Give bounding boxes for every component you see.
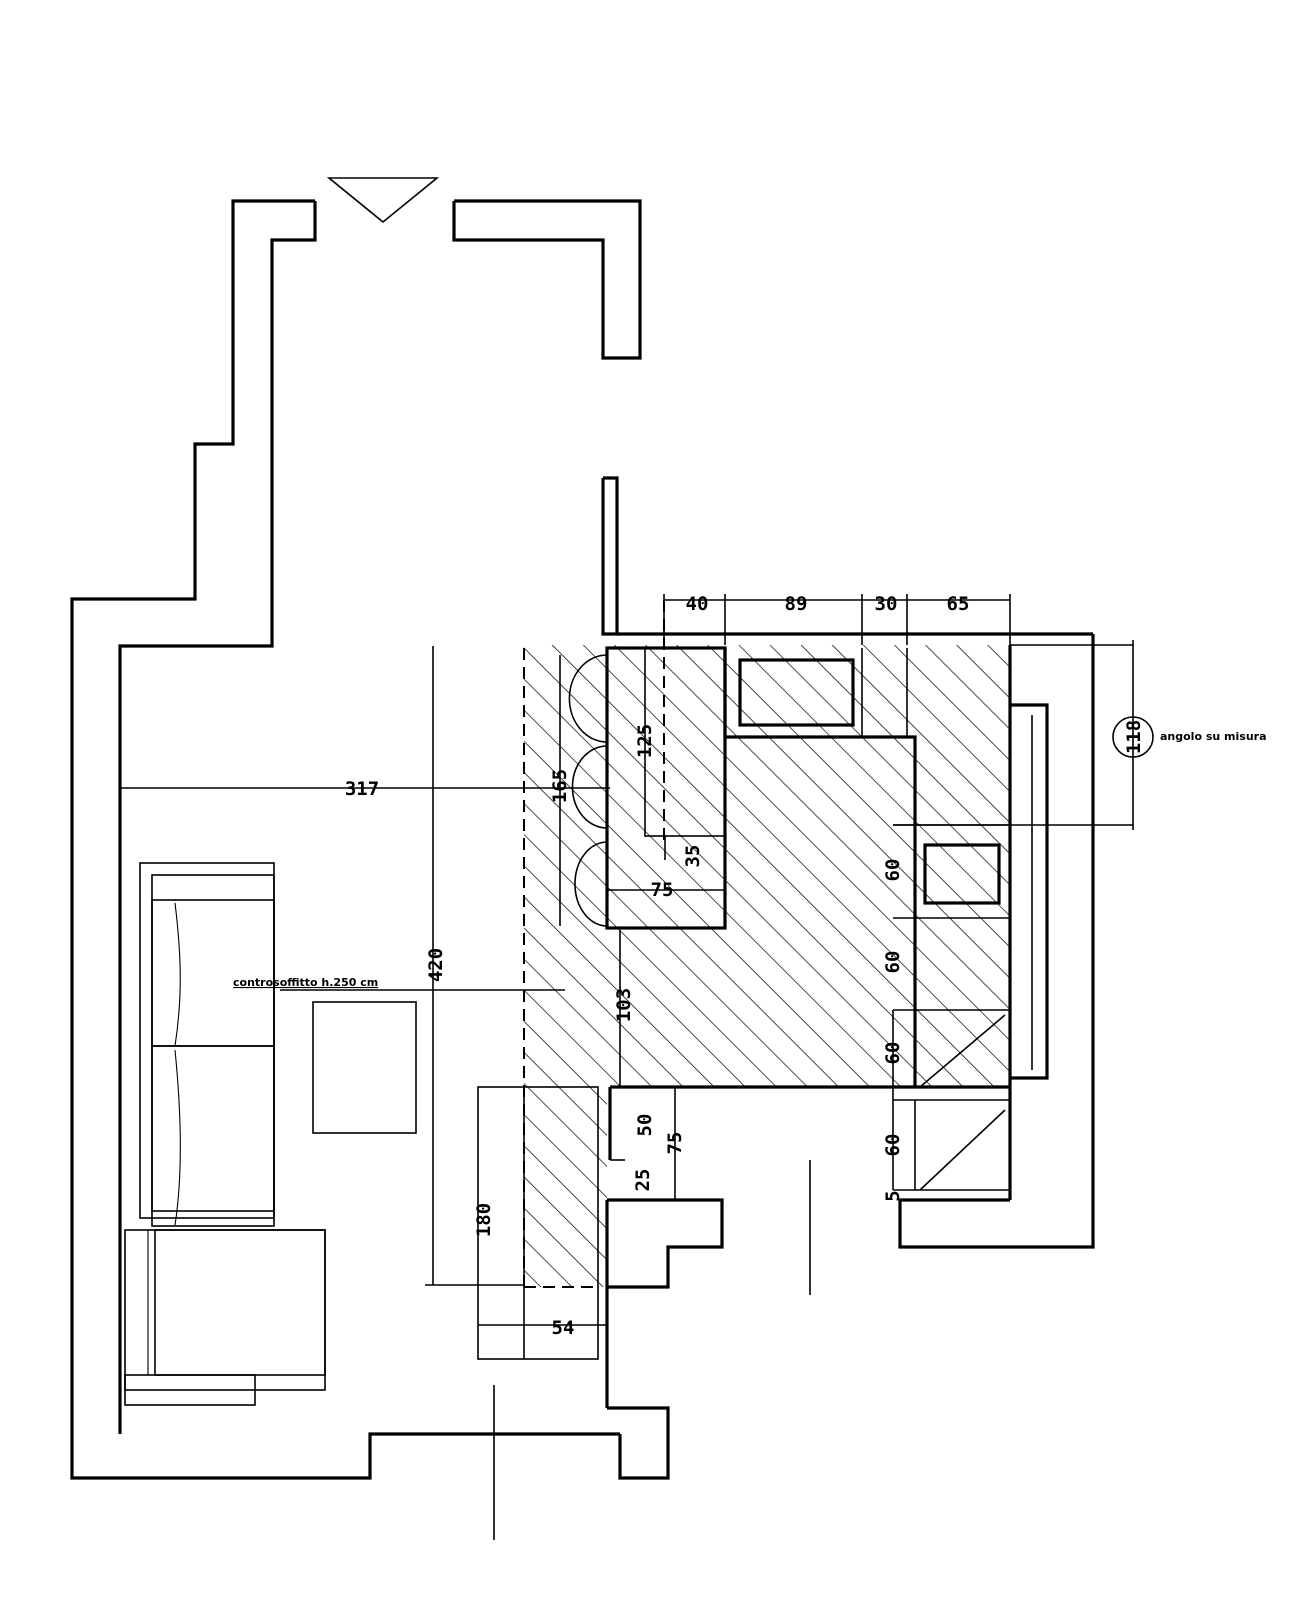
dim-40: 40 — [686, 593, 709, 615]
dim-103: 103 — [613, 988, 635, 1022]
right-cabinets — [892, 824, 1010, 1191]
coffee-table — [312, 1001, 417, 1134]
dim-165: 165 — [549, 769, 571, 803]
dimension-labels: 40 89 30 65 317 420 165 125 35 75 103 18… — [345, 593, 1145, 1339]
dim-89: 89 — [785, 593, 808, 615]
sofa — [124, 862, 326, 1406]
dim-180: 180 — [473, 1203, 495, 1237]
corner-note: angolo su misura — [1160, 730, 1267, 743]
top-counter — [723, 648, 917, 1087]
dim-60-a: 60 — [882, 859, 904, 882]
dim-35: 35 — [682, 845, 704, 868]
dim-25: 25 — [632, 1169, 654, 1192]
dim-5: 5 — [882, 1190, 904, 1201]
dim-75-island: 75 — [651, 879, 674, 901]
dim-420: 420 — [425, 948, 447, 982]
dim-54: 54 — [552, 1317, 575, 1339]
dimension-lines — [120, 594, 1154, 1326]
ceiling-note: controsoffitto h.250 cm — [233, 976, 378, 989]
dim-60-d: 60 — [882, 1134, 904, 1157]
sideboard — [477, 1086, 599, 1360]
entry-door-triangle — [326, 177, 440, 224]
dim-125: 125 — [634, 724, 656, 758]
dim-60-c: 60 — [882, 1042, 904, 1065]
dim-30: 30 — [875, 593, 898, 615]
dim-118: 118 — [1123, 720, 1145, 754]
dim-75-right: 75 — [664, 1132, 686, 1155]
dim-317: 317 — [345, 778, 379, 800]
dim-60-b: 60 — [882, 951, 904, 974]
dim-50: 50 — [634, 1114, 656, 1137]
dim-65: 65 — [947, 593, 970, 615]
